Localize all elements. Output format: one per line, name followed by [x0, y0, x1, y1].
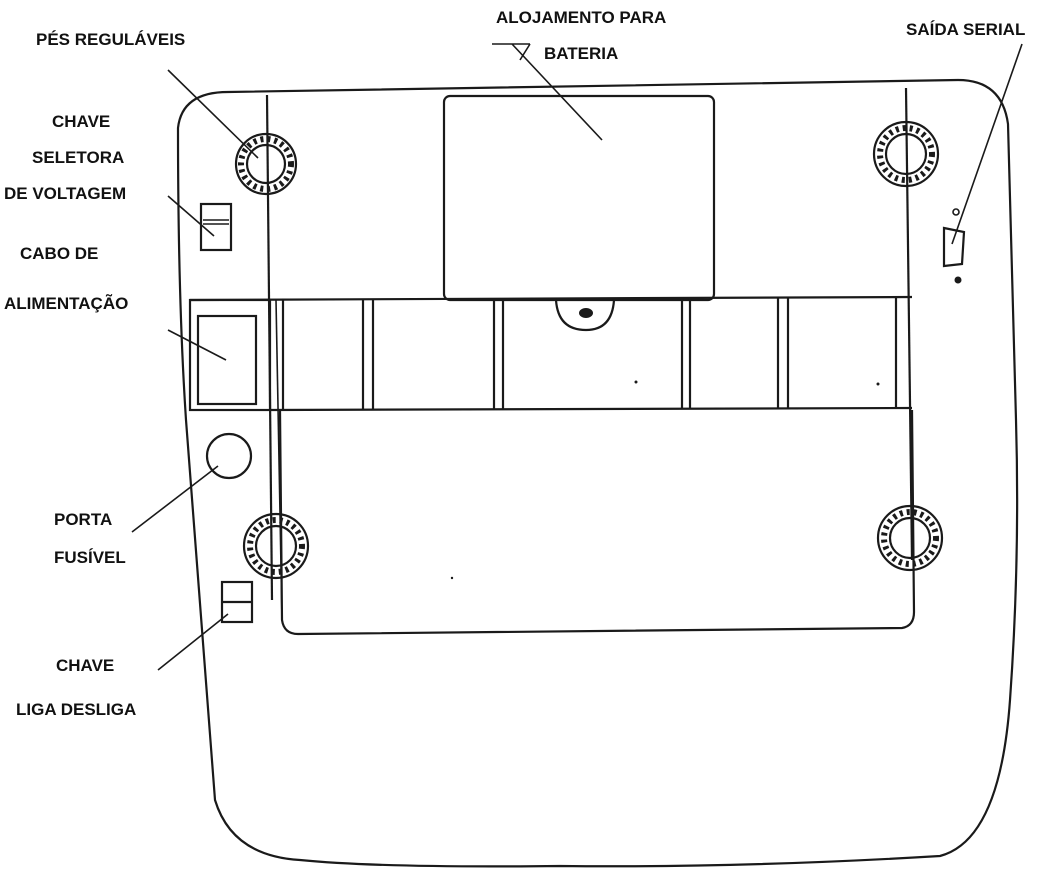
label-chave-seletora-line3: DE VOLTAGEM — [4, 184, 127, 203]
voltage-selector-switch — [199, 202, 233, 252]
label-alojamento-line1: ALOJAMENTO PARA — [496, 8, 667, 27]
label-cabo-line2: ALIMENTAÇÃO — [4, 294, 129, 313]
battery-screw-tab — [554, 299, 616, 332]
leader-porta-fusivel — [131, 465, 219, 533]
label-chave-seletora-line2: SELETORA — [32, 148, 125, 167]
label-porta-line1: PORTA — [54, 510, 113, 529]
right-rail — [904, 87, 914, 561]
label-chave-seletora-line1: CHAVE — [52, 112, 111, 131]
serial-port-screw-bottom — [954, 276, 962, 284]
serial-port — [942, 226, 966, 268]
label-porta-line2: FUSÍVEL — [54, 548, 126, 567]
leader-pes-regulaveis — [167, 69, 259, 159]
leader-saida-serial — [951, 43, 1023, 245]
fuse-holder — [205, 432, 253, 480]
strip-bottom-edge — [269, 406, 913, 412]
label-chave-liga-line1: CHAVE — [56, 656, 115, 675]
power-socket-frame — [188, 298, 272, 412]
label-saida-serial: SAÍDA SERIAL — [906, 20, 1026, 39]
leader-cabo — [167, 329, 227, 361]
power-socket — [196, 314, 258, 406]
strip-top-edge — [189, 295, 913, 302]
battery-compartment — [442, 94, 716, 302]
device-housing — [176, 78, 1019, 868]
foot-bottom-left — [242, 512, 310, 580]
leader-chave-liga — [157, 613, 229, 671]
strip-dividers — [281, 298, 898, 410]
label-chave-liga-line2: LIGA DESLIGA — [16, 700, 137, 719]
foot-top-right — [872, 120, 940, 188]
foot-top-left — [234, 132, 298, 196]
serial-port-screw-top — [952, 208, 960, 216]
label-pes-regulaveis: PÉS REGULÁVEIS — [36, 30, 186, 49]
inner-tray — [278, 409, 916, 636]
battery-screw-icon — [579, 308, 593, 318]
foot-bottom-right — [876, 504, 944, 572]
leader-alojamento — [492, 43, 603, 141]
leader-chave-seletora — [167, 195, 215, 237]
label-alojamento-line2: BATERIA — [544, 44, 619, 63]
label-cabo-line1: CABO DE — [20, 244, 99, 263]
